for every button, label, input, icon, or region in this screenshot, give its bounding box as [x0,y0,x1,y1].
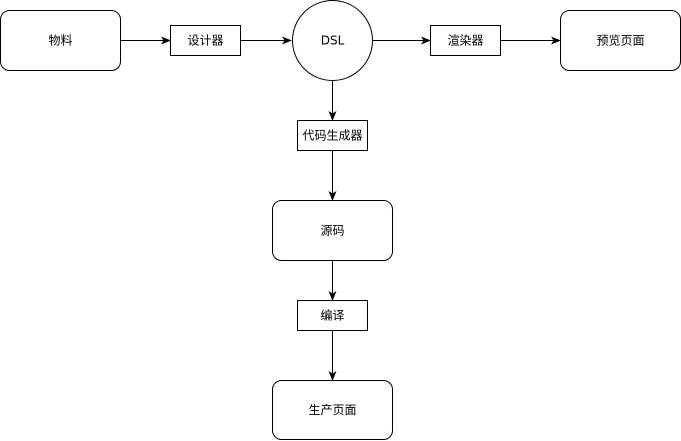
node-source-code-label: 源码 [320,224,344,238]
node-source-code: 源码 [272,200,393,261]
node-designer-label: 设计器 [187,34,223,48]
node-dsl-label: DSL [321,34,345,48]
node-dsl: DSL [292,0,373,81]
connectors [120,36,561,381]
node-material: 物料 [0,10,121,71]
node-compile: 编译 [297,300,368,331]
node-code-generator-label: 代码生成器 [302,129,362,143]
node-designer: 设计器 [170,25,241,56]
node-production-page-label: 生产页面 [308,403,356,417]
node-production-page: 生产页面 [272,380,393,440]
node-compile-label: 编译 [320,308,344,323]
node-renderer-label: 渲染器 [447,33,483,48]
node-code-generator: 代码生成器 [297,120,368,151]
node-renderer: 渲染器 [430,25,501,56]
node-material-label: 物料 [48,34,72,48]
node-preview-page: 预览页面 [560,10,681,71]
node-preview-page-label: 预览页面 [596,33,644,48]
